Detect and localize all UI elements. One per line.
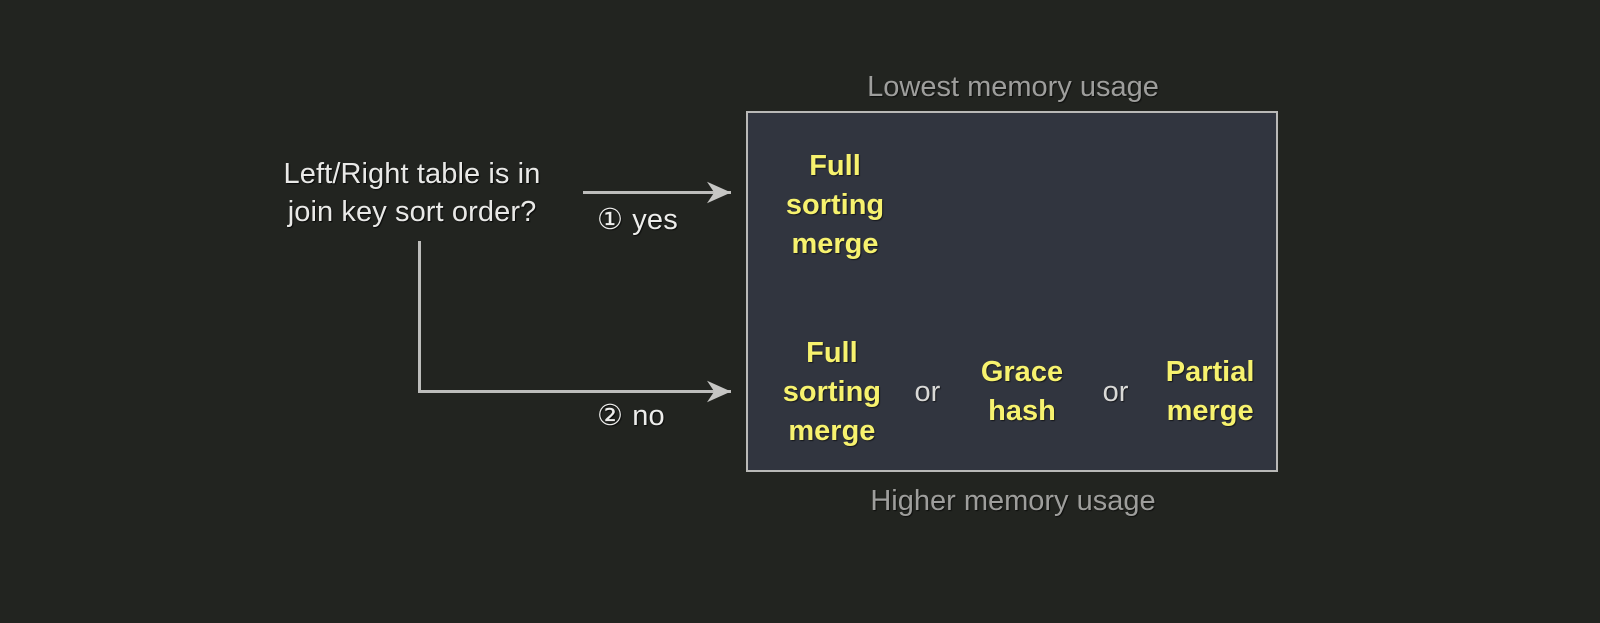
decision-question-line-2: join key sort order? [287,196,537,228]
branch-marker-1: ① [597,204,624,236]
option-row-unsorted: Full sorting merge or Grace hash or Part… [748,322,1276,462]
option-full-sorting-merge: Full sorting merge [782,336,882,447]
caption-lowest-memory: Lowest memory usage [867,71,1159,103]
option-full-sorting-merge-sorted: Full sorting merge [785,149,885,260]
branch-marker-2: ② [597,400,624,432]
branch-text-1: yes [632,204,678,236]
conjunction-or-2: or [1102,375,1129,408]
decision-question: Left/Right table is in join key sort ord… [232,155,592,231]
decision-question-line-1: Left/Right table is in [283,158,541,190]
branch-text-2: no [632,400,665,432]
join-options-box: Full sorting merge Full sorting merge or… [746,111,1278,472]
option-grace-hash: Grace hash [980,356,1064,427]
option-row-sorted: Full sorting merge [748,135,1276,275]
conjunction-or-1: or [914,375,941,408]
option-partial-merge: Partial merge [1165,356,1255,427]
connector-no [418,241,732,403]
caption-higher-memory: Higher memory usage [870,485,1156,517]
